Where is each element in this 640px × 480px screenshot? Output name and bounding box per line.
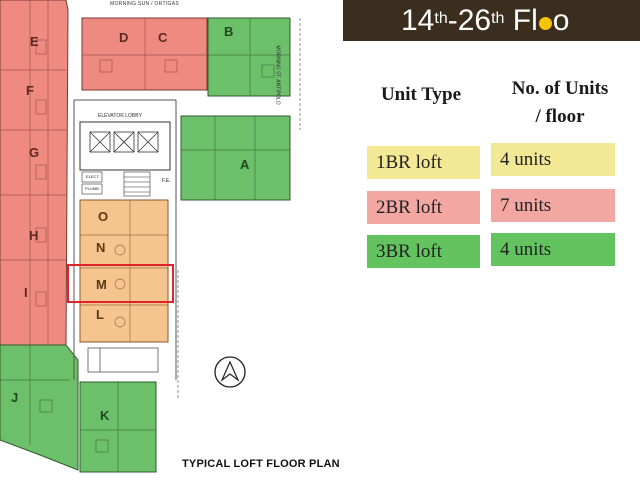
unit-label-g: G <box>29 145 40 160</box>
fire-exit-label: F.E. <box>162 178 171 184</box>
unit-label-j: J <box>11 390 19 405</box>
floor-plan-caption: TYPICAL LOFT FLOOR PLAN <box>182 458 340 470</box>
floor-to-suffix: th <box>491 10 505 27</box>
unit-block-2br-top <box>81 17 208 91</box>
floor-from: 14 <box>401 4 435 37</box>
unit-block-2br-left <box>0 0 69 346</box>
floor-plan <box>0 0 301 473</box>
unit-block-3br-a <box>180 115 291 201</box>
legend-count-3br: 4 units <box>491 233 615 266</box>
legend-header-units-line1: No. of Units <box>511 78 609 99</box>
legend-count-2br: 7 units <box>491 189 615 222</box>
unit-block-1br <box>79 199 169 343</box>
unit-label-e: E <box>30 34 39 49</box>
unit-block-3br-j <box>0 344 79 471</box>
unit-label-c: C <box>158 30 168 45</box>
unit-label-m: M <box>96 277 107 292</box>
legend-type-2br: 2BR loft <box>367 191 480 224</box>
legend-type-1br: 1BR loft <box>367 146 480 179</box>
elevator-core <box>79 121 171 171</box>
floor-from-suffix: th <box>434 10 448 27</box>
plumb-label: PLUMB. <box>85 186 100 191</box>
unit-label-i: I <box>24 285 28 300</box>
floor-to: 26 <box>457 4 492 37</box>
yellow-dot-icon <box>538 17 552 30</box>
floor-dash: - <box>447 4 458 37</box>
unit-label-h: H <box>29 228 39 243</box>
unit-m-highlight <box>67 264 174 303</box>
elevator-label: ELEVATOR LOBBY <box>98 113 142 119</box>
legend-header-units-line2: / floor <box>535 106 585 127</box>
unit-label-n: N <box>96 240 106 255</box>
unit-label-o: O <box>98 209 109 224</box>
unit-label-k: K <box>100 408 110 423</box>
unit-label-f: F <box>26 83 34 98</box>
unit-label-d: D <box>119 30 129 45</box>
street-label-top: MORNING SUN / ORTIGAS <box>110 1 179 7</box>
legend-type-3br: 3BR loft <box>367 235 480 268</box>
unit-label-l: L <box>96 307 104 322</box>
legend-header-unit-type: Unit Type <box>380 84 462 105</box>
legend-count-1br: 4 units <box>491 143 615 176</box>
unit-block-3br-b <box>207 17 291 97</box>
unit-label-a: A <box>240 157 250 172</box>
floor-word-prefix: Fl <box>512 4 538 37</box>
elect-label: ELECT. <box>86 174 100 179</box>
street-label-right: MORNING ST. ANTIPOLO <box>274 45 281 105</box>
unit-label-b: B <box>224 24 234 39</box>
north-arrow-icon <box>214 356 246 388</box>
floor-word-suffix: o <box>552 4 570 37</box>
